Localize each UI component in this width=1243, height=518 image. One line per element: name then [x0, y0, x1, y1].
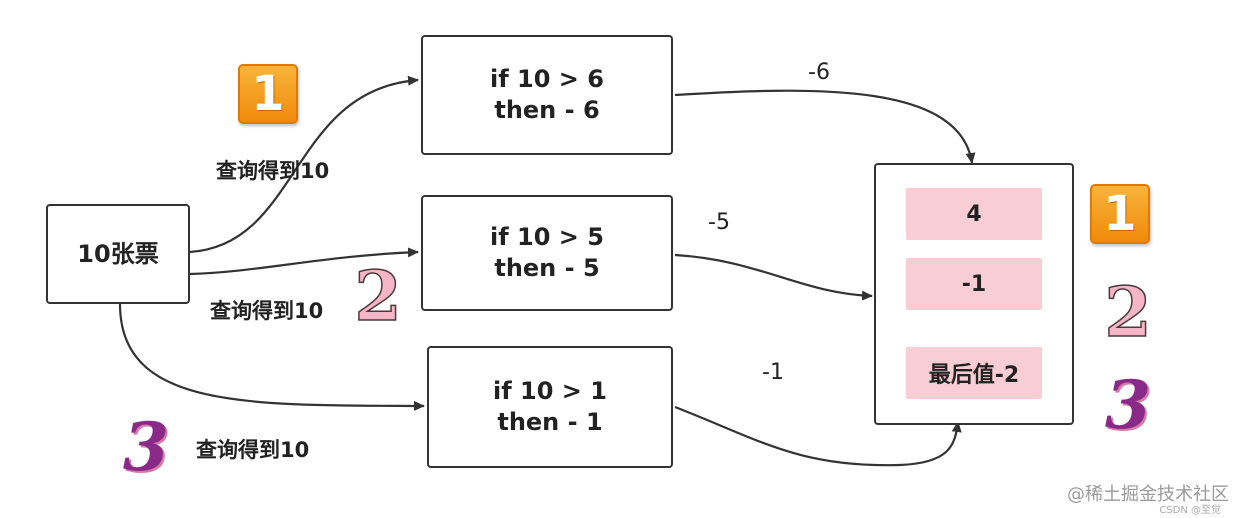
result-cell-final: 最后值-2	[906, 347, 1042, 399]
source-label: 10张票	[77, 239, 159, 268]
edge-source-to-query-1	[189, 75, 419, 254]
edge-source-to-query-2	[189, 247, 419, 276]
step-2-badge: 2	[354, 256, 403, 338]
edge-query-2-to-result	[674, 253, 873, 301]
query-box-3: if 10 > 1 then - 1	[427, 346, 673, 468]
query-2-condition: if 10 > 5	[490, 223, 604, 251]
result-step-1-badge: 1	[1090, 184, 1150, 244]
result-step-2-badge: 2	[1104, 272, 1153, 354]
query-1-condition: if 10 > 6	[490, 65, 604, 93]
edge-label-query-1: 查询得到10	[216, 159, 330, 183]
edge-label-query-3: 查询得到10	[196, 438, 310, 462]
step-3-badge: 3	[123, 408, 169, 486]
result-cell-1: 4	[906, 188, 1042, 240]
source-box: 10张票	[46, 204, 190, 304]
query-3-condition: if 10 > 1	[493, 377, 607, 405]
edge-query-1-to-result	[674, 89, 976, 164]
watermark-sub: CSDN @至觉	[1159, 505, 1221, 516]
query-box-2: if 10 > 5 then - 5	[421, 195, 673, 311]
query-3-action: then - 1	[497, 408, 603, 436]
step-1-badge: 1	[238, 64, 298, 124]
delta-label-query-2: -5	[708, 210, 730, 235]
query-2-action: then - 5	[494, 254, 600, 282]
query-box-1: if 10 > 6 then - 6	[421, 35, 673, 155]
edge-query-3-to-result	[674, 405, 962, 467]
result-step-3-badge: 3	[1105, 366, 1151, 444]
query-1-action: then - 6	[494, 96, 600, 124]
edge-source-to-query-3	[118, 303, 425, 411]
edge-label-query-2: 查询得到10	[210, 299, 324, 323]
delta-label-query-1: -6	[808, 60, 830, 85]
delta-label-query-3: -1	[762, 360, 784, 385]
result-cell-2: -1	[906, 258, 1042, 310]
watermark: @稀土掘金技术社区	[1067, 484, 1229, 505]
